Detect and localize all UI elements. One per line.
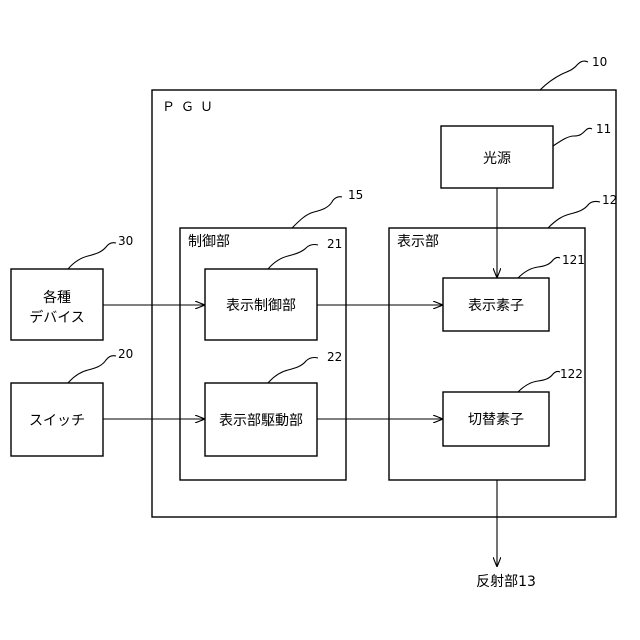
pgu-label: ＰＧＵ [162,100,219,115]
switch-ref: 20 [118,347,133,361]
switch-label: スイッチ [29,413,85,429]
pgu-ref-leader [540,61,588,90]
switch-element-label: 切替素子 [468,412,524,428]
display-drive-label: 表示部駆動部 [219,413,303,429]
pgu-ref: 10 [592,55,607,69]
switch-element-ref: 122 [560,367,583,381]
display-unit-label: 表示部 [397,234,439,250]
display-element-ref: 121 [562,253,585,267]
devices-label-line1: 各種 [43,290,71,306]
control-unit-ref: 15 [348,188,363,202]
display-control-label: 表示制御部 [226,298,296,314]
display-unit-ref: 12 [602,193,617,207]
display-drive-ref: 22 [327,350,342,364]
display-control-ref: 21 [327,237,342,251]
display-element-label: 表示素子 [468,298,524,314]
devices-label-line2: デバイス [29,309,85,326]
devices-ref: 30 [118,234,133,248]
switch-ref-leader [68,356,116,383]
reflector-label: 反射部13 [476,574,536,590]
light-source-label: 光源 [483,151,511,167]
devices-ref-leader [68,243,116,269]
control-unit-label: 制御部 [188,234,230,250]
light-source-ref: 11 [596,122,611,136]
